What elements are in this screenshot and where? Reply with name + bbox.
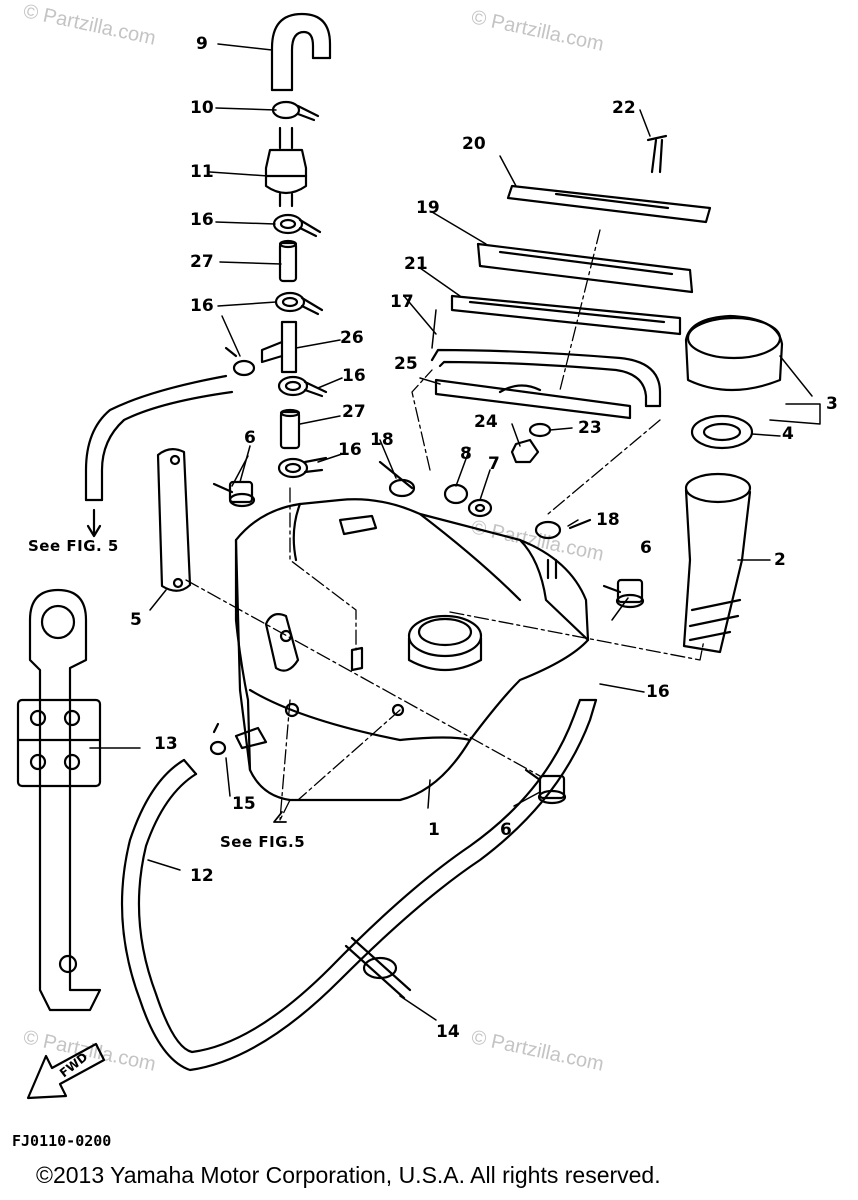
seal-part-4 — [690, 414, 754, 450]
see-fig5-arrow — [273, 811, 287, 823]
cable-tie-part-14 — [344, 936, 412, 1000]
clamp-part-18-left — [378, 460, 416, 498]
tank-cap-part-3 — [684, 314, 784, 392]
callout-16-c: 16 — [342, 366, 366, 386]
bolt-part-6-right — [602, 578, 645, 609]
callout-10: 10 — [190, 98, 214, 118]
washer-part-23 — [528, 422, 552, 438]
callout-8: 8 — [460, 444, 472, 464]
clamp-part-16-left — [224, 346, 256, 377]
nut-part-8 — [443, 483, 469, 505]
breather-hose-part-17 — [430, 348, 662, 408]
callout-12: 12 — [190, 866, 214, 886]
callout-27-b: 27 — [342, 402, 366, 422]
gasket-part-21 — [450, 294, 682, 336]
callout-16-a: 16 — [190, 210, 214, 230]
clamp-part-16-bottom — [277, 456, 328, 479]
callout-13: 13 — [154, 734, 178, 754]
callout-2: 2 — [774, 550, 786, 570]
callout-27-a: 27 — [190, 252, 214, 272]
callout-4: 4 — [782, 424, 794, 444]
callout-19: 19 — [416, 198, 440, 218]
callout-16-d: 16 — [338, 440, 362, 460]
fwd-arrow-icon — [26, 1042, 106, 1100]
fuel-filter-part-11 — [264, 126, 308, 208]
plate-part-20 — [506, 184, 712, 224]
diagram-code: FJ0110-0200 — [12, 1132, 112, 1150]
assembly-lines — [185, 229, 705, 821]
see-fig-5-note-bottom: See FIG.5 — [220, 833, 306, 851]
bolt-part-6-left — [212, 480, 256, 508]
callout-1: 1 — [428, 820, 440, 840]
short-hose-part-27-bottom — [279, 408, 301, 450]
callout-18-a: 18 — [370, 430, 394, 450]
leader-lines — [89, 43, 821, 1021]
callout-21: 21 — [404, 254, 428, 274]
clamp-part-16-top — [272, 213, 322, 238]
callout-9: 9 — [196, 34, 208, 54]
short-hose-part-27-top — [278, 239, 298, 283]
clamp-part-18-right — [534, 518, 592, 540]
copyright-notice: ©2013 Yamaha Motor Corporation, U.S.A. A… — [36, 1162, 661, 1188]
bolt-part-6-bottom — [524, 768, 567, 805]
cover-plate-part-19 — [476, 242, 694, 294]
callout-3: 3 — [826, 394, 838, 414]
washer-part-7 — [467, 498, 493, 518]
callout-26: 26 — [340, 328, 364, 348]
callout-25: 25 — [394, 354, 418, 374]
see-fig-5-note-top: See FIG. 5 — [28, 537, 119, 555]
screw-part-22 — [646, 134, 668, 174]
vent-hose-to-fig5 — [84, 374, 234, 538]
callout-7: 7 — [488, 454, 500, 474]
callout-6-a: 6 — [244, 428, 256, 448]
oil-tank-part-1 — [234, 498, 590, 802]
clamp-part-16-lower — [277, 375, 328, 398]
clamp-part-10 — [271, 100, 320, 122]
clamp-part-16-mid — [274, 291, 324, 316]
callout-16-f: 16 — [646, 682, 670, 702]
callout-18-b: 18 — [596, 510, 620, 530]
callout-5: 5 — [130, 610, 142, 630]
t-joint-part-26 — [260, 320, 298, 374]
long-hose-part-12 — [120, 698, 598, 1072]
callout-15: 15 — [232, 794, 256, 814]
callout-17: 17 — [390, 292, 414, 312]
callout-16-b: 16 — [190, 296, 214, 316]
callout-6-b: 6 — [640, 538, 652, 558]
callout-6-c: 6 — [500, 820, 512, 840]
callout-11: 11 — [190, 162, 214, 182]
bracket-part-5 — [156, 448, 192, 592]
plate-part-25 — [434, 378, 632, 420]
strainer-part-2 — [682, 472, 752, 654]
callout-20: 20 — [462, 134, 486, 154]
nut-part-24 — [510, 438, 540, 464]
bracket-part-13 — [16, 588, 102, 1012]
callout-24: 24 — [474, 412, 498, 432]
breather-hose-part-9 — [270, 12, 332, 92]
nipple-part-15 — [209, 722, 268, 756]
callout-14: 14 — [436, 1022, 460, 1042]
callout-22: 22 — [612, 98, 636, 118]
callout-23: 23 — [578, 418, 602, 438]
